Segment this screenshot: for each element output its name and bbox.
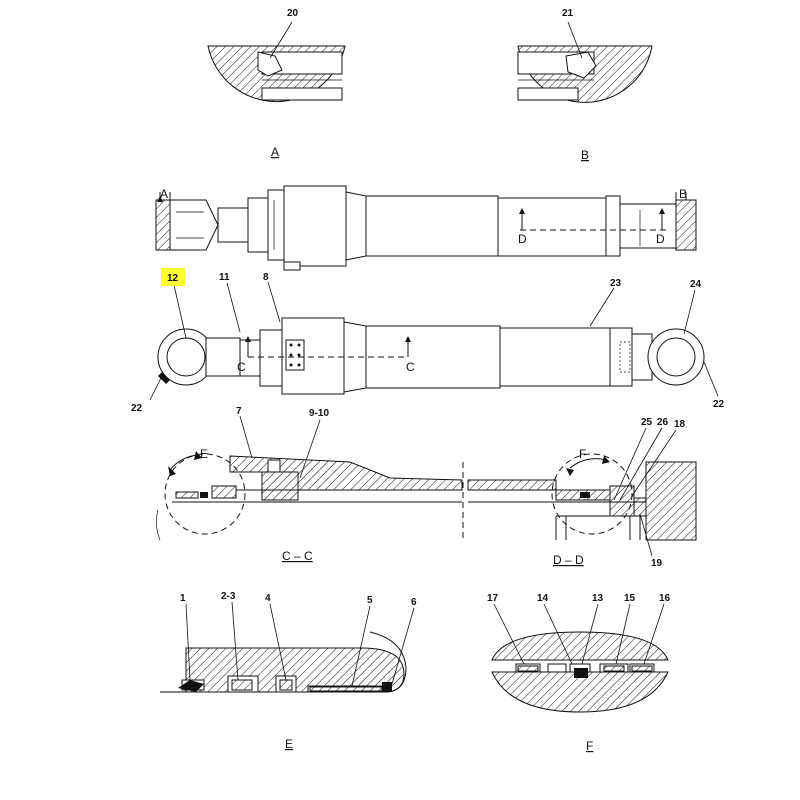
callout-12-highlight (161, 268, 185, 286)
callout-1: 1 (180, 593, 186, 604)
section-mark-d-right: D (656, 232, 665, 246)
callout-6: 6 (411, 597, 417, 608)
callout-26: 26 (657, 417, 669, 428)
callout-8: 8 (263, 272, 269, 283)
section-mark-e: E (200, 447, 208, 461)
section-d-d (467, 427, 697, 557)
callout-15: 15 (624, 593, 636, 604)
callout-4: 4 (265, 593, 271, 604)
callout-9-10: 9-10 (309, 408, 329, 419)
view-label-d-d: D – D (553, 553, 584, 567)
callout-16: 16 (659, 593, 671, 604)
callout-20: 20 (287, 8, 299, 19)
callout-5: 5 (367, 595, 373, 606)
detail-f (491, 603, 669, 713)
view-label-f: F (586, 739, 593, 753)
view-label-c-c: C – C (282, 549, 313, 563)
section-mark-b: B (679, 187, 687, 201)
callout-21: 21 (562, 8, 574, 19)
rod-end-eye-bore (166, 337, 206, 377)
view-label-a: A (271, 145, 279, 159)
callout-18: 18 (674, 419, 686, 430)
callout-24: 24 (690, 279, 702, 290)
middle-cylinder-view (149, 281, 719, 401)
callout-23: 23 (610, 278, 622, 289)
cap-end-eye-bore (656, 337, 696, 377)
view-label-e: E (285, 737, 293, 751)
callout-22-right: 22 (713, 399, 725, 410)
callout-25: 25 (641, 417, 653, 428)
callout-19: 19 (651, 558, 663, 569)
rod-eye-section-a (155, 199, 171, 251)
cap-end-section-b (675, 199, 697, 251)
callout-22-left: 22 (131, 403, 143, 414)
section-mark-d-left: D (518, 232, 527, 246)
section-mark-c-right: C (406, 360, 415, 374)
view-label-b: B (581, 148, 589, 162)
section-c-c (156, 415, 464, 541)
detail-b (517, 21, 653, 103)
callout-11: 11 (219, 272, 230, 283)
detail-a (207, 21, 346, 103)
callout-14: 14 (537, 593, 549, 604)
callout-13: 13 (592, 593, 604, 604)
callout-12: 12 (167, 273, 179, 284)
callout-7: 7 (236, 406, 242, 417)
callout-2-3: 2-3 (221, 591, 236, 602)
section-mark-f: F (579, 447, 586, 461)
top-cylinder-view (155, 185, 697, 271)
detail-e (160, 601, 415, 693)
section-mark-a: A (160, 187, 168, 201)
callout-17: 17 (487, 593, 499, 604)
section-mark-c-left: C (237, 360, 246, 374)
